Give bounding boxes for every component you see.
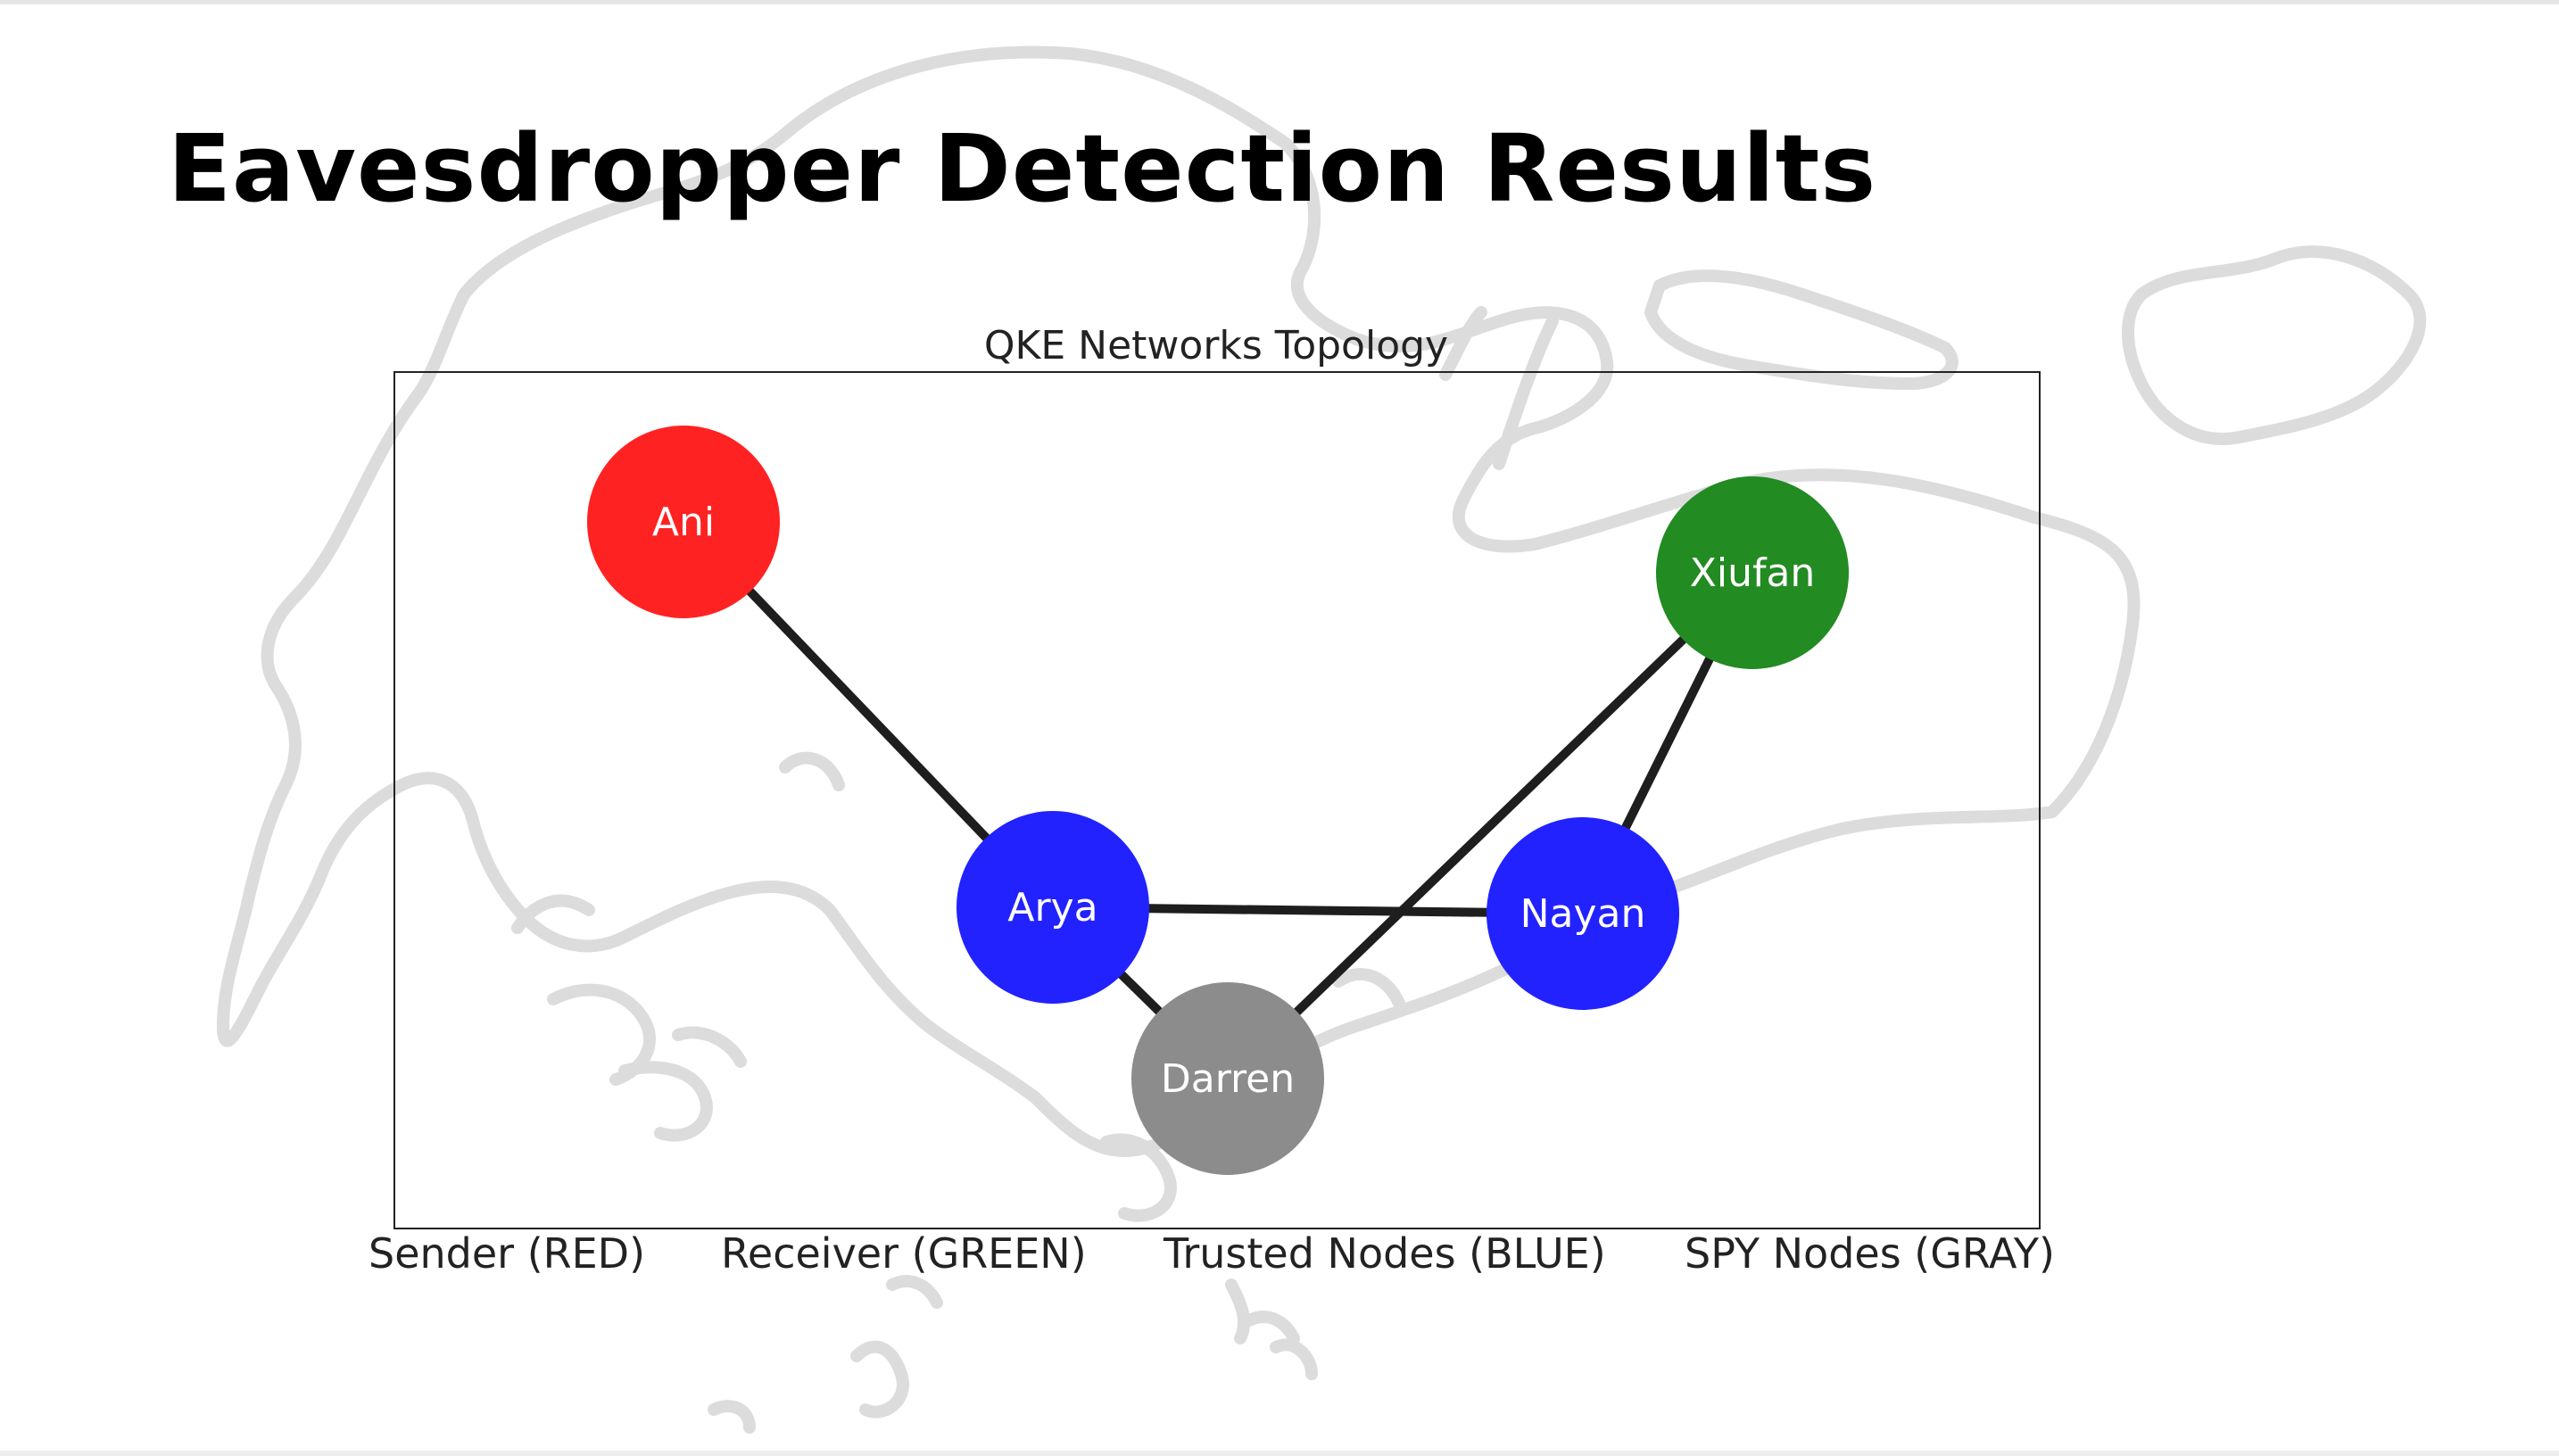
node-xiufan: Xiufan: [1656, 476, 1849, 669]
diagram-title: QKE Networks Topology: [984, 323, 1448, 368]
node-label-xiufan: Xiufan: [1690, 550, 1816, 596]
legend-spy: SPY Nodes (GRAY): [1685, 1229, 2055, 1278]
node-arya: Arya: [957, 811, 1149, 1004]
bottom-divider: [0, 1451, 2559, 1456]
top-divider: [0, 0, 2559, 4]
node-circle-xiufan: [1656, 476, 1849, 669]
node-circle-darren: [1131, 982, 1324, 1175]
node-circle-nayan: [1487, 817, 1679, 1010]
node-label-nayan: Nayan: [1520, 891, 1646, 937]
node-circle-arya: [957, 811, 1149, 1004]
legend: Sender (RED) Receiver (GREEN) Trusted No…: [369, 1229, 2055, 1278]
legend-trusted: Trusted Nodes (BLUE): [1163, 1229, 1606, 1278]
node-label-darren: Darren: [1161, 1056, 1295, 1102]
node-ani: Ani: [587, 426, 780, 618]
edge-darren-xiufan: [1223, 568, 1757, 1083]
legend-receiver: Receiver (GREEN): [721, 1229, 1087, 1278]
node-nayan: Nayan: [1487, 817, 1679, 1010]
node-circle-ani: [587, 426, 780, 618]
node-darren: Darren: [1131, 982, 1324, 1175]
legend-sender: Sender (RED): [369, 1229, 645, 1278]
diagram-frame: [393, 371, 2041, 1229]
node-label-arya: Arya: [1007, 885, 1097, 931]
slide-title: Eavesdropper Detection Results: [168, 114, 1877, 223]
node-label-ani: Ani: [652, 500, 715, 545]
